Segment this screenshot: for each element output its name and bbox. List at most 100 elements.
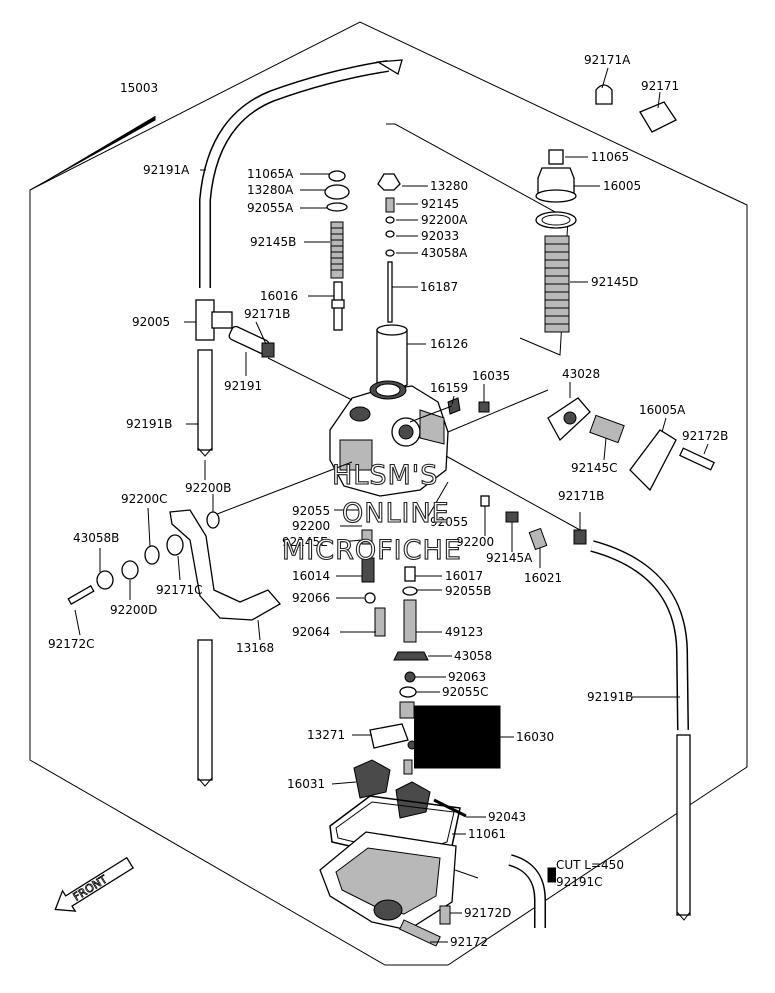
label-43058b: 43058B <box>73 531 119 545</box>
jet-16017 <box>404 566 416 582</box>
screw-92172b <box>679 447 715 471</box>
label-11065: 11065 <box>591 150 629 164</box>
screw-92145a <box>505 511 519 523</box>
screw-92172 <box>399 919 441 947</box>
label-92172c: 92172C <box>48 637 95 651</box>
label-92191: 92191 <box>224 379 262 393</box>
label-43028: 43028 <box>562 367 600 381</box>
washer-92055c <box>399 686 417 698</box>
part-labels: 15003 92171A 92171 92191A 11065A 13280A … <box>48 53 728 949</box>
spring-92145c <box>589 414 625 444</box>
clip-43058a <box>385 249 395 257</box>
cap-13280a <box>324 184 350 200</box>
spring-92145d <box>544 235 570 333</box>
cap-13280 <box>377 173 401 191</box>
label-92171b: 92171B <box>244 307 290 321</box>
label-cut-length: CUT L=450 <box>556 858 624 872</box>
label-92145e: 92145E <box>282 535 328 549</box>
valve-16030 <box>399 701 415 719</box>
clip-92171 <box>639 101 677 133</box>
label-13280: 13280 <box>430 179 468 193</box>
label-15003: 15003 <box>120 81 158 95</box>
watermark-line2: ONLINE <box>342 498 450 529</box>
throttle-subframe <box>386 123 569 356</box>
hose-92191a <box>199 60 389 288</box>
label-92172a: 92172A <box>426 739 473 753</box>
cap-11065a <box>328 170 346 182</box>
plug-92063 <box>404 671 416 683</box>
label-92172b: 92172B <box>682 429 728 443</box>
label-16031: 16031 <box>287 777 325 791</box>
label-92191b: 92191B <box>126 417 172 431</box>
label-16126: 16126 <box>430 337 468 351</box>
front-label: FRONT <box>71 873 110 904</box>
label-92200c: 92200C <box>121 492 168 506</box>
label-92055b: 92055B <box>445 584 491 598</box>
needle-16187 <box>387 261 393 323</box>
watermark-line3: MICROFICHE <box>282 535 462 566</box>
hose-lower-left <box>197 639 213 781</box>
washer-92200c <box>144 545 160 565</box>
label-92200-right: 92200 <box>456 535 494 549</box>
label-16021: 16021 <box>524 571 562 585</box>
label-92066: 92066 <box>292 591 330 605</box>
label-92171a: 92171A <box>584 53 631 67</box>
screw-16021 <box>528 527 548 551</box>
label-43058: 43058 <box>454 649 492 663</box>
label-92055-right: 92055 <box>430 515 468 529</box>
label-16014: 16014 <box>292 569 330 583</box>
screw-92172d <box>439 905 451 925</box>
label-43058a: 43058A <box>421 246 468 260</box>
label-92171c: 92171C <box>156 583 203 597</box>
plunger-16016 <box>331 281 345 331</box>
label-92055c: 92055C <box>442 685 489 699</box>
watermark: HLSM'S ONLINE MICROFICHE <box>281 459 462 566</box>
jet-92064 <box>374 607 386 637</box>
label-13168: 13168 <box>236 641 274 655</box>
label-16016: 16016 <box>260 289 298 303</box>
label-92200d: 92200D <box>110 603 157 617</box>
label-16035: 16035 <box>472 369 510 383</box>
label-92043: 92043 <box>488 810 526 824</box>
label-92145b: 92145B <box>250 235 296 249</box>
label-92191a: 92191A <box>143 163 190 177</box>
cover-16005a <box>629 429 677 492</box>
nut-43058 <box>393 651 429 661</box>
hose-92191b <box>197 349 213 451</box>
carburetor-body <box>329 380 449 497</box>
label-92200a: 92200A <box>421 213 468 227</box>
label-92063: 92063 <box>448 670 486 684</box>
leader-lines <box>29 67 709 943</box>
label-16005: 16005 <box>603 179 641 193</box>
label-92200b: 92200B <box>185 481 231 495</box>
float-bowl <box>319 831 457 931</box>
label-92145: 92145 <box>421 197 459 211</box>
label-92064: 92064 <box>292 625 330 639</box>
clip-92200 <box>480 495 490 507</box>
clip-92200a <box>385 216 395 224</box>
washer-92200d <box>121 560 139 580</box>
label-92191b-right: 92191B <box>587 690 633 704</box>
label-92171: 92171 <box>641 79 679 93</box>
jet-49123 <box>403 599 417 643</box>
float-16031 <box>353 759 431 819</box>
bracket-13168 <box>169 509 282 621</box>
label-16005a: 16005A <box>639 403 686 417</box>
label-92145d: 92145D <box>591 275 638 289</box>
label-16187: 16187 <box>420 280 458 294</box>
label-11061: 11061 <box>468 827 506 841</box>
ring-92033 <box>385 230 395 238</box>
label-92005: 92005 <box>132 315 170 329</box>
screw-16035 <box>478 401 490 413</box>
washer-92200b <box>206 511 220 529</box>
cap-11065 <box>548 149 564 165</box>
watermark-line1: HLSM'S <box>332 460 438 491</box>
spring-92145 <box>385 197 395 213</box>
label-92055a: 92055A <box>247 201 294 215</box>
label-92171b-right: 92171B <box>558 489 604 503</box>
throttle-valve-16126 <box>376 324 408 390</box>
label-11065a: 11065A <box>247 167 294 181</box>
screw-16159 <box>447 397 461 415</box>
clip-92171b <box>261 342 275 358</box>
tee-fitting <box>195 299 215 341</box>
